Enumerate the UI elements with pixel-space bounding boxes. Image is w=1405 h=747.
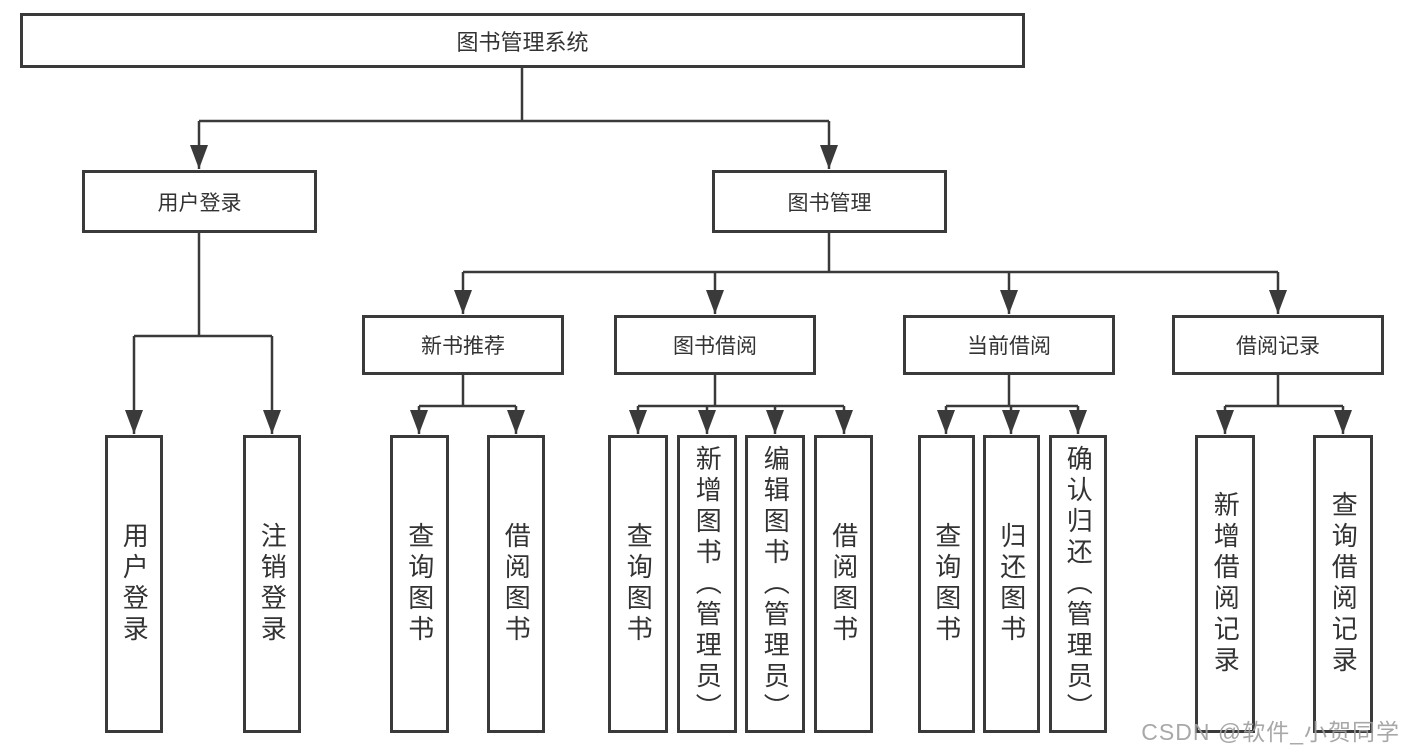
node-library-management-system: 图书管理系统: [20, 13, 1025, 68]
leaf-label: 用户登录: [119, 522, 150, 646]
leaf-label: 注销登录: [257, 522, 288, 646]
leaf-logout: 注销登录: [243, 435, 301, 733]
node-current-borrow: 当前借阅: [903, 315, 1115, 375]
node-label: 图书借阅: [673, 335, 757, 358]
leaf-query-books-current: 查询图书: [918, 435, 975, 733]
node-label: 用户登录: [157, 191, 242, 215]
node-label: 当前借阅: [967, 335, 1051, 358]
leaf-label: 确认归还（管理员）: [1063, 444, 1094, 724]
node-book-management: 图书管理: [712, 170, 947, 233]
leaf-label: 查询图书: [623, 522, 654, 646]
leaf-query-borrow-record: 查询借阅记录: [1313, 435, 1373, 733]
leaf-label: 借阅图书: [828, 522, 859, 646]
node-label: 借阅记录: [1236, 335, 1320, 358]
leaf-label: 新增借阅记录: [1210, 491, 1241, 677]
node-label: 图书管理系统: [456, 29, 589, 55]
leaf-label: 新增图书（管理员）: [692, 444, 723, 724]
node-user-login: 用户登录: [82, 170, 317, 233]
leaf-query-books-recommend: 查询图书: [390, 435, 449, 733]
node-label: 新书推荐: [421, 335, 505, 358]
leaf-return-books: 归还图书: [983, 435, 1040, 733]
leaf-label: 借阅图书: [501, 522, 532, 646]
leaf-label: 归还图书: [996, 522, 1027, 646]
leaf-confirm-return-admin: 确认归还（管理员）: [1049, 435, 1107, 733]
leaf-edit-books-admin: 编辑图书（管理员）: [745, 435, 805, 733]
leaf-borrow-books: 借阅图书: [814, 435, 873, 733]
node-new-book-recommend: 新书推荐: [362, 315, 564, 375]
leaf-user-login: 用户登录: [105, 435, 163, 733]
csdn-watermark: CSDN @软件_小贺同学: [1141, 719, 1400, 745]
leaf-borrow-books-recommend: 借阅图书: [487, 435, 545, 733]
node-label: 图书管理: [787, 191, 872, 215]
leaf-label: 查询借阅记录: [1328, 491, 1359, 677]
leaf-label: 查询图书: [931, 522, 962, 646]
node-borrow-records: 借阅记录: [1172, 315, 1384, 375]
leaf-add-books-admin: 新增图书（管理员）: [677, 435, 737, 733]
node-book-borrow: 图书借阅: [614, 315, 816, 375]
leaf-label: 查询图书: [404, 522, 435, 646]
leaf-add-borrow-record: 新增借阅记录: [1195, 435, 1255, 733]
leaf-label: 编辑图书（管理员）: [760, 444, 791, 724]
leaf-query-books-borrow: 查询图书: [608, 435, 668, 733]
